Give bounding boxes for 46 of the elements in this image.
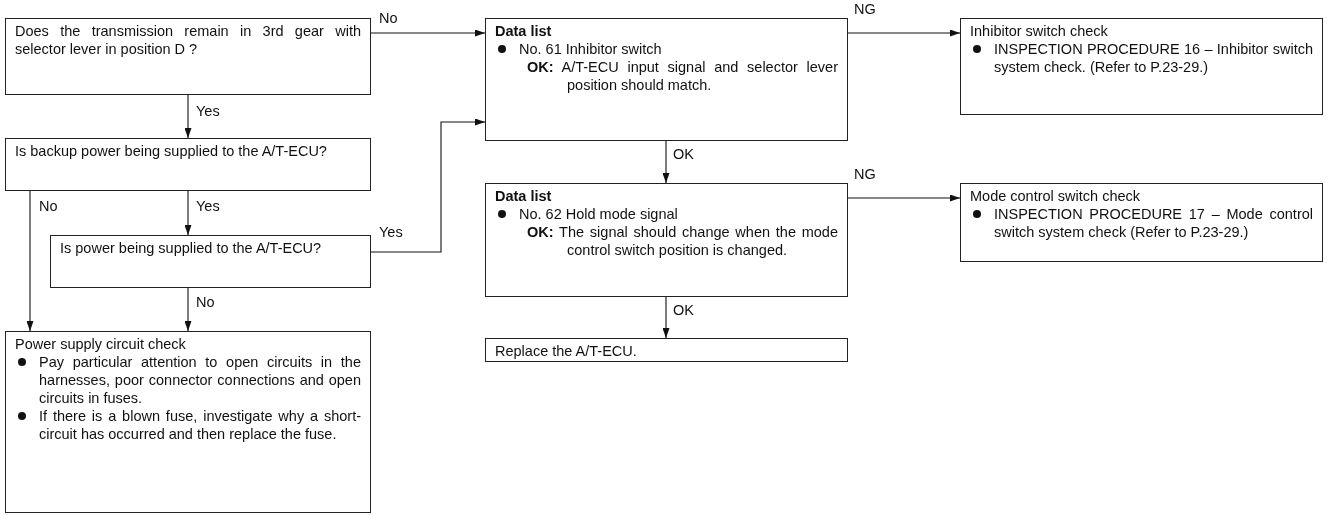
bullet-text: Pay particular attention to open circuits in the harnesses, poor connector connections and open circuits in fuses.	[15, 353, 361, 407]
edge-label: No	[195, 294, 216, 310]
edge-label: No	[378, 10, 399, 26]
arrow	[184, 94, 192, 139]
arrow	[662, 140, 670, 184]
ok-criterion-text: OK: The signal should change when the mode control switch position is changed.	[526, 223, 838, 259]
ok-criterion-text: OK: A/T-ECU input signal and selector lever position should match.	[526, 58, 838, 94]
box-text: Does the transmission remain in 3rd gear with selector lever in position D ?	[15, 22, 361, 58]
arrow	[370, 118, 486, 253]
box-text: Replace the A/T-ECU.	[495, 342, 638, 360]
edge-label: No	[38, 198, 59, 214]
bullet-text: INSPECTION PROCEDURE 17 – Mode control switch system check (Refer to P.23-29.)	[970, 205, 1313, 241]
arrow	[184, 287, 192, 332]
box-text: Inhibitor switch check	[970, 22, 1109, 40]
process-box	[5, 138, 371, 191]
edge-label: OK	[672, 146, 695, 162]
process-box	[50, 235, 371, 288]
edge-label: OK	[672, 302, 695, 318]
process-box	[960, 183, 1323, 262]
bullet-text: No. 61 Inhibitor switch	[495, 40, 838, 58]
arrow	[184, 190, 192, 236]
process-box	[485, 338, 848, 362]
arrow	[370, 29, 486, 37]
box-text: Mode control switch check	[970, 187, 1142, 205]
edge-label: NG	[853, 166, 877, 182]
process-box	[485, 183, 848, 297]
box-text: Is power being supplied to the A/T-ECU?	[60, 239, 323, 257]
edge-label: Yes	[195, 103, 221, 119]
bullet-text: No. 62 Hold mode signal	[495, 205, 838, 223]
edge-label: Yes	[195, 198, 221, 214]
process-box	[485, 18, 848, 141]
box-text: Is backup power being supplied to the A/T-ECU?	[15, 142, 328, 160]
arrow	[26, 190, 34, 332]
arrow	[662, 296, 670, 339]
process-box	[5, 18, 371, 95]
box-heading: Data list	[495, 22, 553, 40]
process-box	[5, 331, 371, 513]
process-box	[960, 18, 1323, 115]
bullet-text: INSPECTION PROCEDURE 16 – Inhibitor switch system check. (Refer to P.23-29.)	[970, 40, 1313, 76]
arrow	[847, 194, 961, 202]
edge-label: NG	[853, 1, 877, 17]
box-heading: Data list	[495, 187, 553, 205]
box-text: Power supply circuit check	[15, 335, 187, 353]
edge-label: Yes	[378, 224, 404, 240]
bullet-text: If there is a blown fuse, investigate why a short-circuit has occurred and then replace the fuse.	[15, 407, 361, 443]
arrow	[847, 29, 961, 37]
